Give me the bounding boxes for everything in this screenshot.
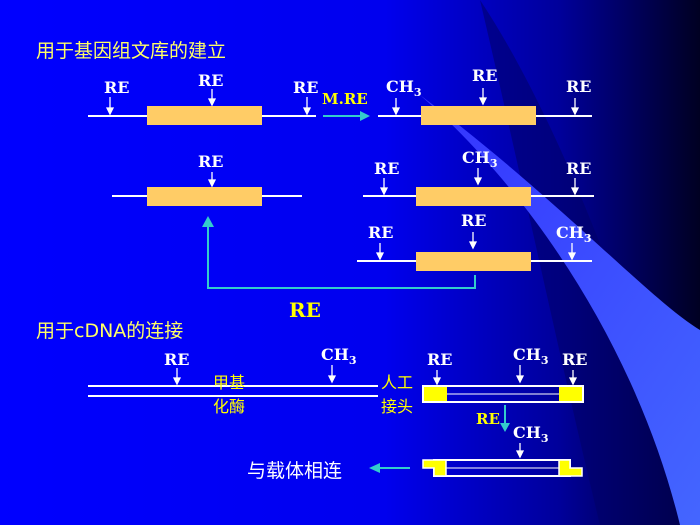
title-genomic-library: 用于基因组文库的建立 bbox=[36, 40, 227, 62]
label-adapter-cn-2: 接头 bbox=[381, 397, 414, 416]
title-cdna-ligation: 用于cDNA的连接 bbox=[36, 320, 184, 342]
label-methylase-cn-1: 甲基 bbox=[213, 373, 246, 392]
label-re-top-right-2: RE bbox=[566, 77, 592, 96]
sticky-end-right bbox=[558, 459, 583, 477]
label-re-top-left-3: RE bbox=[293, 78, 319, 97]
methylase-arrowhead bbox=[360, 111, 370, 121]
label-methylase-re: M.RE bbox=[322, 90, 368, 108]
re-arrow-middle-left bbox=[207, 172, 217, 188]
label-ch3-cdna: CH3 bbox=[321, 345, 357, 367]
adapter-dna-outline bbox=[422, 385, 584, 403]
label-re-middle-right-1: RE bbox=[374, 159, 400, 178]
label-re-top-left-2: RE bbox=[198, 71, 224, 90]
label-re-top-right-1: RE bbox=[472, 66, 498, 85]
label-re-middle-left: RE bbox=[198, 152, 224, 171]
insert-top-right bbox=[421, 106, 536, 125]
label-re-digest: RE bbox=[476, 410, 500, 428]
insert-top-left bbox=[147, 106, 262, 125]
label-ch3-middle-right: CH3 bbox=[462, 148, 498, 170]
re-digest-arrowhead bbox=[500, 423, 510, 432]
arrows-middle-right bbox=[379, 168, 580, 196]
adapter-left bbox=[424, 387, 447, 401]
label-re-adapter-2: RE bbox=[562, 350, 588, 369]
label-re-cdna: RE bbox=[164, 350, 190, 369]
adapter-right bbox=[559, 387, 582, 401]
background-swoosh bbox=[420, 95, 700, 525]
arrows-lower-right bbox=[375, 232, 577, 261]
label-re-lower-right-1: RE bbox=[368, 223, 394, 242]
arrows-cdna bbox=[172, 365, 337, 386]
insert-lower-right bbox=[416, 252, 531, 271]
sticky-end-left bbox=[422, 459, 447, 477]
label-re-adapter-1: RE bbox=[427, 350, 453, 369]
label-adapter-cn-1: 人工 bbox=[381, 373, 414, 392]
label-re-top-left-1: RE bbox=[104, 78, 130, 97]
label-ligate-vector: 与载体相连 bbox=[247, 460, 343, 482]
label-re-lower-right-2: RE bbox=[461, 211, 487, 230]
digestion-path-arrow bbox=[207, 225, 476, 289]
arrow-sticky-end bbox=[515, 443, 525, 459]
digestion-path-arrowhead bbox=[202, 216, 214, 227]
label-re-digestion: RE bbox=[289, 298, 321, 322]
label-ch3-top-right: CH3 bbox=[386, 77, 422, 99]
arrows-top-right bbox=[391, 88, 580, 116]
label-ch3-sticky: CH3 bbox=[513, 423, 549, 445]
label-ch3-lower-right: CH3 bbox=[556, 223, 592, 245]
insert-middle-left bbox=[147, 187, 262, 206]
label-methylase-cn-2: 化酶 bbox=[213, 397, 246, 416]
insert-middle-right bbox=[416, 187, 531, 206]
re-arrows-top-left bbox=[105, 89, 312, 116]
ligate-arrowhead bbox=[369, 463, 380, 473]
label-ch3-adapter: CH3 bbox=[513, 345, 549, 367]
label-re-middle-right-2: RE bbox=[566, 159, 592, 178]
arrows-adapter-dna bbox=[432, 365, 578, 386]
